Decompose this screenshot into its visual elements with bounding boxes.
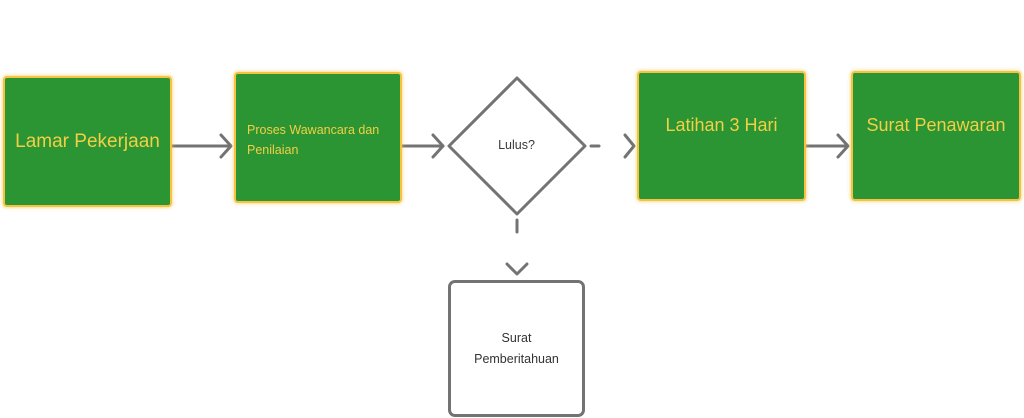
edge-decision-to-training (589, 133, 636, 159)
node-latihan-3-hari[interactable]: Latihan 3 Hari (637, 71, 806, 201)
node-proses-wawancara[interactable]: Proses Wawancara dan Penilaian (234, 72, 402, 203)
node-label: Proses Wawancara dan Penilaian (247, 123, 380, 157)
node-label: Surat Penawaran (866, 114, 1006, 135)
node-label: Lamar Pekerjaan (15, 130, 160, 152)
decision-diamond (447, 76, 587, 216)
decision-label: Lulus? (498, 138, 535, 152)
edge-decision-to-notice (505, 218, 529, 276)
edge-interview-to-decision (400, 133, 445, 159)
node-surat-penawaran[interactable]: Surat Penawaran (851, 71, 1021, 201)
node-label: Latihan 3 Hari (665, 114, 778, 135)
edge-apply-to-interview (170, 133, 233, 159)
node-label: Surat Pemberitahuan (474, 330, 559, 366)
node-lamar-pekerjaan[interactable]: Lamar Pekerjaan (3, 76, 172, 207)
node-surat-pemberitahuan[interactable]: Surat Pemberitahuan (448, 280, 585, 417)
edge-training-to-offer (804, 133, 850, 159)
